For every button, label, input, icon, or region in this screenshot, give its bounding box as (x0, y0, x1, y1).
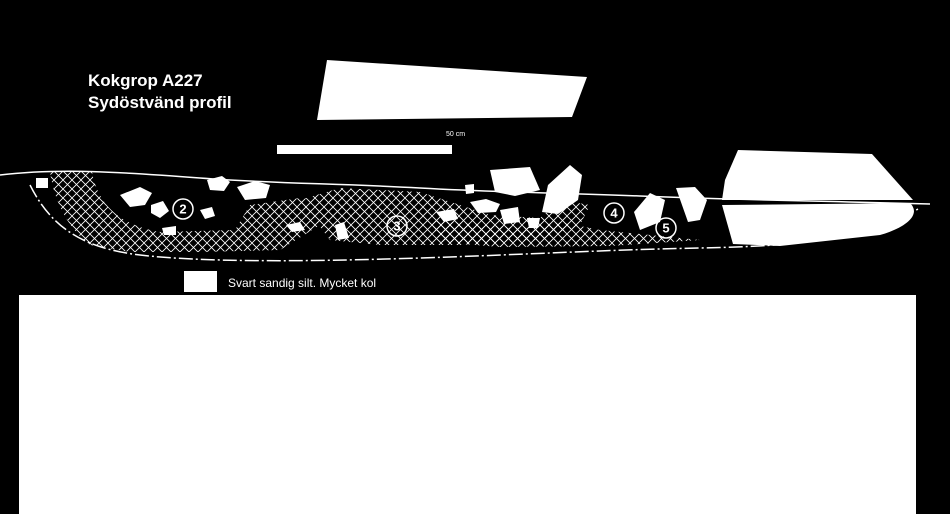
layer-number-3: 3 (393, 219, 400, 234)
legend-swatch (184, 271, 217, 292)
layer-label-4: 4 (603, 202, 625, 224)
blank-panel (19, 295, 916, 514)
stones (36, 150, 914, 246)
pit-bottom-line (29, 184, 921, 262)
title-line-1: Kokgrop A227 (88, 71, 203, 90)
hatched-layer-2 (50, 172, 320, 252)
layer-label-2: 2 (172, 198, 194, 220)
layer-number-2: 2 (179, 202, 186, 217)
wedge-shape (317, 60, 587, 120)
layer-label-5: 5 (655, 217, 677, 239)
figure-title: Kokgrop A227 Sydöstvänd profil (88, 70, 232, 114)
scale-bar (277, 145, 452, 154)
hatched-layer-bottom (430, 220, 700, 247)
layer-number-5: 5 (662, 221, 669, 236)
scale-label: 50 cm (446, 131, 466, 138)
layer-label-3: 3 (386, 215, 408, 237)
title-line-2: Sydöstvänd profil (88, 93, 232, 112)
layer-number-4: 4 (610, 206, 618, 221)
legend-text: Svart sandig silt. Mycket kol (228, 276, 377, 290)
